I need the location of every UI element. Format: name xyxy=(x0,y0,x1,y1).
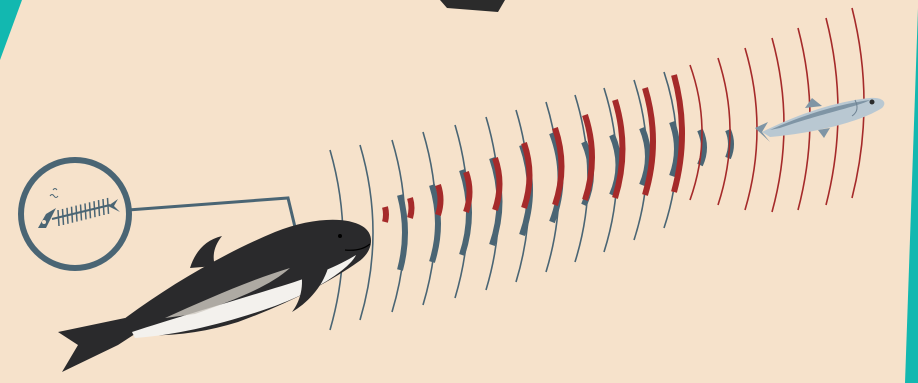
rib-bone xyxy=(81,205,82,221)
rib-bone xyxy=(72,207,73,223)
returning-echo xyxy=(385,207,386,222)
rib-bone xyxy=(103,199,104,215)
rib-bone xyxy=(63,209,64,225)
rib-bone xyxy=(67,208,68,224)
rib-bone xyxy=(58,210,59,226)
rib-bone xyxy=(85,203,86,219)
rib-bone xyxy=(94,201,95,217)
returning-echo xyxy=(466,172,470,212)
rib-bone xyxy=(90,202,91,218)
inset-circle xyxy=(21,160,129,268)
rib-bone xyxy=(76,206,77,222)
returning-echo xyxy=(438,185,441,215)
rib-bone xyxy=(99,200,100,216)
returning-echo xyxy=(410,198,412,218)
